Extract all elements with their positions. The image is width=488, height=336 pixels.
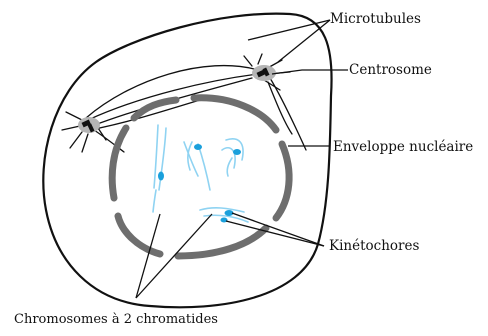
kinetochores [158, 144, 241, 223]
chromosomes [153, 125, 248, 222]
chromatid [159, 128, 166, 190]
microtubule-fiber [90, 100, 200, 130]
envelope-fragment [112, 128, 126, 198]
chromatid [200, 208, 244, 212]
aster-ray [244, 56, 252, 66]
envelope-fragment [178, 228, 266, 256]
nuclear-envelope [112, 98, 289, 256]
aster-ray [258, 54, 262, 64]
centrosome-left [78, 117, 100, 133]
aster-ray [70, 132, 82, 148]
label-kinetochores: Kinétochores [329, 238, 419, 254]
label-centrosome: Centrosome [349, 62, 432, 78]
chromatid [227, 158, 232, 176]
chromatid [198, 144, 210, 190]
kinetochore [233, 149, 241, 155]
chromatid [153, 190, 156, 212]
label-envelope: Enveloppe nucléaire [333, 139, 473, 155]
aster-ray [66, 112, 82, 120]
aster-ray [62, 126, 80, 130]
label-chromosomes: Chromosomes à 2 chromatides [14, 312, 218, 327]
microtubule-fiber [270, 78, 306, 150]
aster-ray [82, 134, 88, 152]
label-microtubules: Microtubules [330, 11, 421, 27]
chromatid [154, 125, 158, 188]
kinetochore [158, 172, 164, 181]
envelope-fragment [194, 98, 276, 130]
centrosome-right [252, 65, 276, 81]
leader-centrosome [272, 70, 348, 74]
kinetochore [194, 144, 202, 150]
envelope-fragment [276, 144, 289, 218]
